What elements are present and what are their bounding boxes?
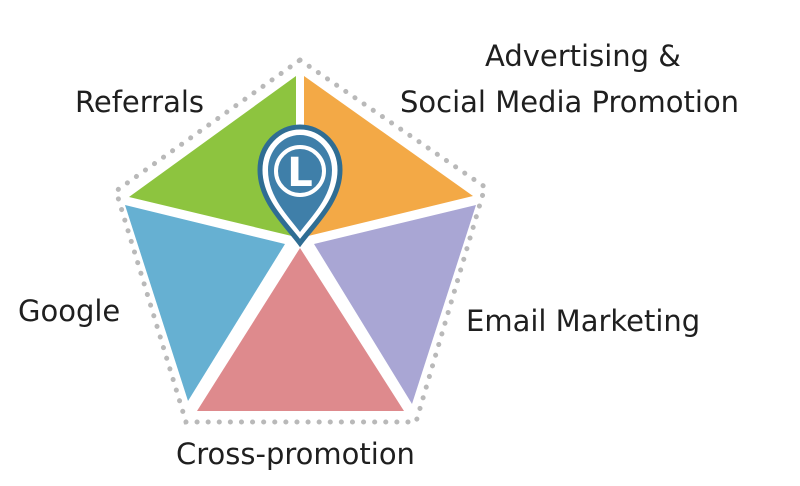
label-email-marketing: Email Marketing <box>466 304 700 338</box>
segment-google <box>125 205 285 401</box>
segment-referrals <box>129 76 296 237</box>
logo-pin-icon: L <box>257 124 343 248</box>
pentagon-dotted-border <box>113 56 488 425</box>
label-cross-promotion: Cross-promotion <box>176 437 415 471</box>
label-social-media-promotion: Social Media Promotion <box>400 85 739 119</box>
segment-advertising <box>304 76 473 237</box>
segment-email-marketing <box>314 205 476 404</box>
segment-cross-promotion <box>197 248 404 411</box>
label-advertising: Advertising & <box>485 39 681 73</box>
label-google: Google <box>18 294 120 328</box>
label-referrals: Referrals <box>75 85 204 119</box>
logo-letter: L <box>287 150 313 196</box>
